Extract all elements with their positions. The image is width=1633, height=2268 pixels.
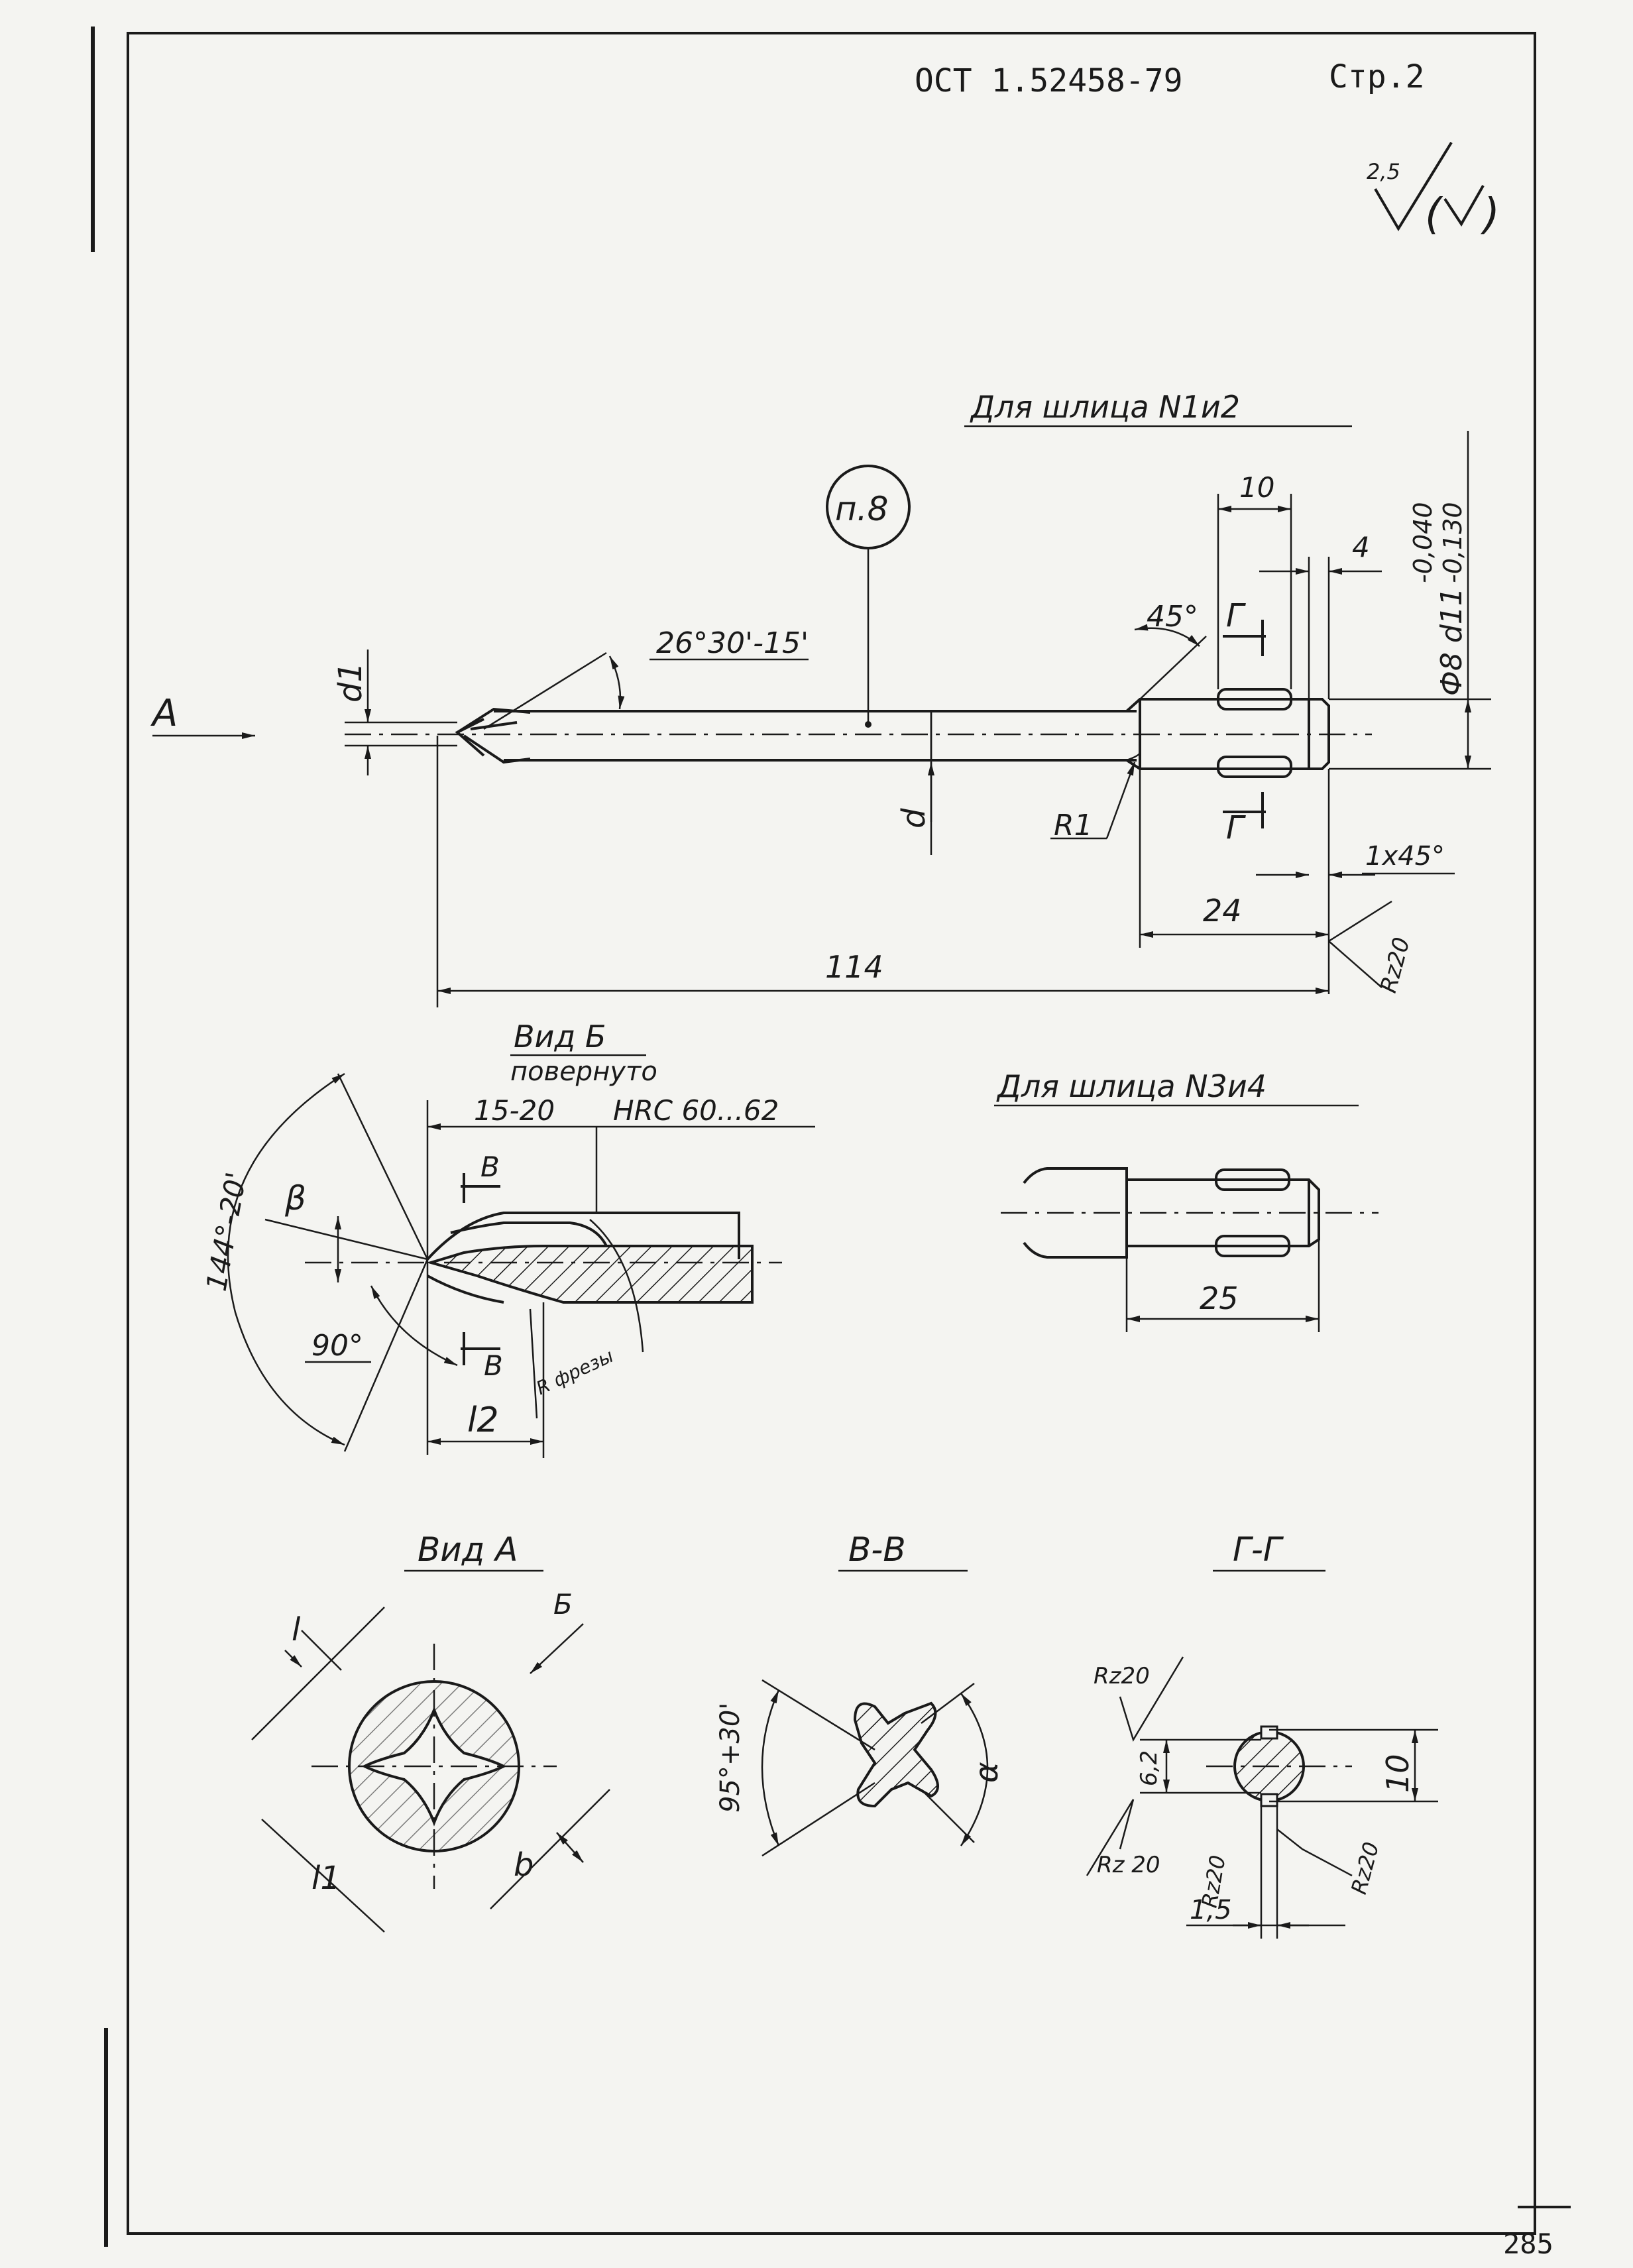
dim-d: d [895, 808, 932, 828]
chamfer-angle-label: 45° [1147, 600, 1198, 634]
dim-114: 114 [825, 949, 883, 985]
angle-90: 90° [311, 1329, 363, 1363]
page-label: Стр.2 [1329, 58, 1425, 95]
dim-24: 24 [1203, 893, 1242, 929]
dim-d1: d1 [332, 662, 369, 703]
dim-l: l [292, 1611, 301, 1648]
roughness-value-general: 2,5 [1367, 159, 1400, 184]
dim-10: 10 [1239, 471, 1274, 504]
section-g-g: Г-Г 10 6,2 Rz20 Rz 20 Rz20 Rz20 1,5 [1086, 1530, 1438, 1939]
dim-b: b [514, 1846, 534, 1884]
section-mark-v-bottom: В [484, 1349, 503, 1382]
section-mark-v-top: В [480, 1151, 500, 1183]
section-gg-dim-15: 1,5 [1190, 1895, 1232, 1925]
main-view: Для шлица N1и2 A п.8 26°30'-15' d1 [150, 389, 1491, 1007]
section-gg-dim-10: 10 [1380, 1754, 1416, 1793]
dim-hardened: 15-20 [474, 1094, 555, 1127]
section-gg-rz-top: Rz20 [1094, 1663, 1150, 1689]
alt-shank-dim: 25 [1200, 1280, 1239, 1316]
tolerance-lower: -0,130 [1438, 502, 1467, 584]
dim-diameter: Ф8 d11 [1435, 587, 1469, 696]
alt-shank-view: Для шлица N3и4 25 [994, 1068, 1379, 1332]
view-a-mark-b: Б [553, 1588, 573, 1620]
dim-4: 4 [1352, 531, 1370, 563]
standard-number: ОСТ 1.52458-79 [915, 62, 1183, 99]
roughness-end: Rz20 [1375, 935, 1416, 995]
svg-text:): ) [1481, 190, 1500, 239]
tolerance-upper: -0,040 [1408, 502, 1437, 584]
alt-shank-title: Для шлица N3и4 [996, 1068, 1267, 1104]
chamfer-label: 1x45° [1365, 841, 1445, 872]
beta-label: β [284, 1179, 306, 1218]
section-mark-bottom: Г [1226, 809, 1246, 846]
sheet-number: 285 [1503, 2228, 1553, 2260]
section-v-v: В-В 95°+30' α [715, 1530, 1005, 1857]
cutter-radius-label: R фрезы [533, 1345, 617, 1399]
title-block: ОСТ 1.52458-79 Стр.2 2,5 ( ) [915, 58, 1500, 239]
section-vv-alpha: α [968, 1762, 1005, 1783]
view-b: Вид Б повернуто 15-20 HRC 60...62 В В 14… [200, 1019, 815, 1458]
view-a-title: Вид А [418, 1530, 518, 1569]
dim-l1: l1 [311, 1860, 341, 1897]
dim-l2: l2 [467, 1400, 499, 1440]
section-vv-title: В-В [848, 1530, 906, 1569]
view-a: Вид А Б l l1 b [251, 1530, 610, 1933]
note-circle-label: п.8 [835, 490, 888, 528]
section-mark-top: Г [1226, 597, 1246, 634]
section-gg-rz-left: Rz 20 [1097, 1852, 1160, 1878]
sheet-frame [91, 27, 1571, 2247]
view-a-mark: A [150, 692, 178, 735]
fillet-label: R1 [1054, 809, 1093, 842]
svg-text:(: ( [1425, 190, 1443, 239]
section-gg-title: Г-Г [1233, 1530, 1284, 1569]
view-b-title: Вид Б [514, 1019, 606, 1054]
angle-144: 144°-20' [200, 1170, 253, 1294]
section-gg-rz-right: Rz20 [1346, 1839, 1384, 1897]
view-b-subtitle: повернуто [510, 1056, 657, 1087]
section-gg-dim-62: 6,2 [1136, 1750, 1162, 1786]
roughness-sign-general: 2,5 ( ) [1367, 141, 1500, 239]
main-view-title: Для шлица N1и2 [970, 389, 1240, 425]
tip-angle-label: 26°30'-15' [656, 626, 809, 660]
section-vv-angle: 95°+30' [715, 1703, 746, 1813]
hardness-label: HRC 60...62 [613, 1094, 779, 1127]
